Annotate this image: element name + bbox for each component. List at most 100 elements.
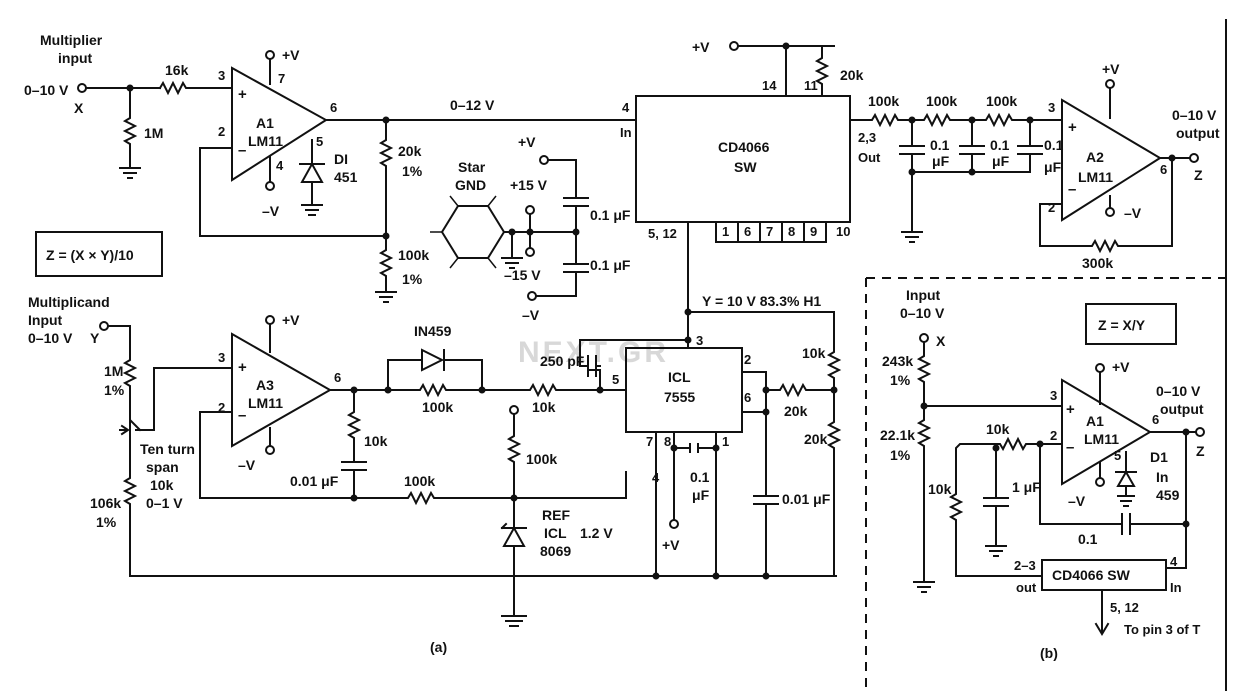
sw-pin-in-label: In xyxy=(620,125,632,140)
cf2-unit: μF xyxy=(992,153,1010,169)
a3-vminus-terminal[interactable] xyxy=(265,445,275,455)
r10k-right-label: 10k xyxy=(802,345,826,361)
a2-output-node: Z xyxy=(1194,167,1203,183)
sw-pin-b6: 10 xyxy=(836,224,850,239)
opamp-a1: + – A1 LM11 3 2 +V 7 –V 4 5 6 xyxy=(199,47,387,237)
a2-plus: + xyxy=(1068,119,1077,136)
multiplicand-label-2: Input xyxy=(28,312,63,328)
a2-pin6: 6 xyxy=(1160,162,1167,177)
sw-pin4: 4 xyxy=(622,100,630,115)
filter-chain xyxy=(849,112,1063,128)
c-icl-label: 0.1 xyxy=(690,469,710,485)
cf3-unit: μF xyxy=(1044,159,1062,175)
cap-sup2-label: 0.1 μF xyxy=(590,257,631,273)
a3-pin6: 6 xyxy=(334,370,341,385)
input-y-terminal[interactable] xyxy=(99,321,109,331)
icl-pin2: 2 xyxy=(744,352,751,367)
multiplier-input-section: Multiplier input 0–10 V X 1M 16k xyxy=(24,32,233,179)
timer-note: Y = 10 V 83.3% H1 xyxy=(702,293,821,309)
a1-pin3: 3 xyxy=(218,68,225,83)
a1-vminus-label: –V xyxy=(262,203,280,219)
b-sw-pin-out-label: out xyxy=(1016,580,1037,595)
b-a1-minus: – xyxy=(1066,439,1074,456)
b-r10k-a-label: 10k xyxy=(986,421,1010,437)
resistor-100k-1pct xyxy=(375,235,397,303)
b-a1-pin6: 6 xyxy=(1152,412,1159,427)
r100k-fb-label: 100k xyxy=(404,473,435,489)
a1-vminus-terminal[interactable] xyxy=(265,181,275,191)
b-output-label: output xyxy=(1160,401,1204,417)
b-a1-vplus-terminal[interactable] xyxy=(1095,363,1105,373)
b-a1-pin3: 3 xyxy=(1050,388,1057,403)
b-output-z-terminal[interactable] xyxy=(1195,427,1205,437)
star-gnd-hexagon xyxy=(440,205,506,259)
star-label-1: Star xyxy=(458,159,486,175)
multiplicand-range: 0–10 V xyxy=(28,330,73,346)
sup-m15v-label: –15 V xyxy=(504,267,541,283)
cf1-label: 0.1 xyxy=(930,137,950,153)
r20k-right-label: 20k xyxy=(784,403,808,419)
formula-a: Z = (X × Y)/10 xyxy=(46,247,134,263)
icl-name: ICL xyxy=(668,369,691,385)
b-sw-pin-in: 4 xyxy=(1170,554,1178,569)
sup-15v-terminal[interactable] xyxy=(525,205,535,215)
sup-vminus-terminal[interactable] xyxy=(527,291,537,301)
icl-vplus-terminal[interactable] xyxy=(669,519,679,529)
a1-vplus-terminal[interactable] xyxy=(265,50,275,60)
a1-feedback-wire xyxy=(199,147,387,237)
cf1-unit: μF xyxy=(932,153,950,169)
opamp-a3: + – A3 LM11 3 2 6 +V –V xyxy=(199,312,355,499)
b-r243k-label: 243k xyxy=(882,353,913,369)
r20k-sw-label: 20k xyxy=(840,67,864,83)
a3-vplus-terminal[interactable] xyxy=(265,315,275,325)
sw-pin-b2: 6 xyxy=(744,224,751,239)
b-a1-part: LM11 xyxy=(1084,431,1119,447)
b-a1-pin2: 2 xyxy=(1050,428,1057,443)
b-c1u-label: 1 μF xyxy=(1012,479,1041,495)
b-input-x-terminal[interactable] xyxy=(919,333,929,343)
d1-part: 451 xyxy=(334,169,358,185)
a3-vplus-label: +V xyxy=(282,312,300,328)
ref-l2: ICL xyxy=(544,525,567,541)
output-z-terminal[interactable] xyxy=(1189,153,1199,163)
r106k-label: 106k xyxy=(90,495,121,511)
a2-minus: – xyxy=(1068,181,1076,198)
b-input-node: X xyxy=(936,333,946,349)
formula-box-a: Z = (X × Y)/10 xyxy=(35,231,163,277)
cf3-label: 0.1 xyxy=(1044,137,1064,153)
watermark: NEXT.GR xyxy=(518,336,669,369)
cf2-label: 0.1 xyxy=(990,137,1010,153)
icl-pin1: 1 xyxy=(722,434,729,449)
sw-pin11: 11 xyxy=(804,78,818,93)
a2-vplus-terminal[interactable] xyxy=(1105,79,1115,89)
circuit-b-input: Input 0–10 V X 243k 1% 22.1k 1% xyxy=(880,287,1063,593)
b-cd4066-body xyxy=(1041,559,1167,591)
resistor-1m xyxy=(119,87,141,179)
b-d1-l2: In xyxy=(1156,469,1168,485)
ref-vplus-terminal[interactable] xyxy=(509,405,519,415)
icl7555-timer: ICL 7555 3 5 2 6 7 8 1 4 10k 20k 20k 0.0… xyxy=(513,333,842,580)
b-sw-pin-out: 2–3 xyxy=(1014,558,1036,573)
c250p-label: 250 pF xyxy=(540,353,585,369)
sw-pin-b5: 9 xyxy=(810,224,817,239)
sup-vplus-terminal[interactable] xyxy=(539,155,549,165)
a2-part: LM11 xyxy=(1078,169,1113,185)
sw-vplus-terminal[interactable] xyxy=(729,41,739,51)
sup-gnd-terminal[interactable] xyxy=(525,247,535,257)
b-a1-vminus-terminal[interactable] xyxy=(1095,477,1105,487)
a3-pin3: 3 xyxy=(218,350,225,365)
opamp-b-a1: + – A1 LM11 3 2 6 5 +V –V D1 In 459 0–10… xyxy=(1036,359,1205,569)
a1-pin6: 6 xyxy=(330,100,337,115)
a2-vminus-terminal[interactable] xyxy=(1105,207,1115,217)
input-x-terminal[interactable] xyxy=(77,83,87,93)
formula-b: Z = X/Y xyxy=(1098,317,1146,333)
b-output-node: Z xyxy=(1196,443,1205,459)
sup-15v-label: +15 V xyxy=(510,177,548,193)
r1m-y-tol: 1% xyxy=(104,382,125,398)
circuit-b-integrator: 10k 10k 1 μF CD4066 SW 2–3 out 4 In 5, 1… xyxy=(928,421,1200,637)
r300k-label: 300k xyxy=(1082,255,1113,271)
b-d1-l3: 459 xyxy=(1156,487,1180,503)
r100k-ref-label: 100k xyxy=(526,451,557,467)
a1-pin5: 5 xyxy=(316,134,323,149)
